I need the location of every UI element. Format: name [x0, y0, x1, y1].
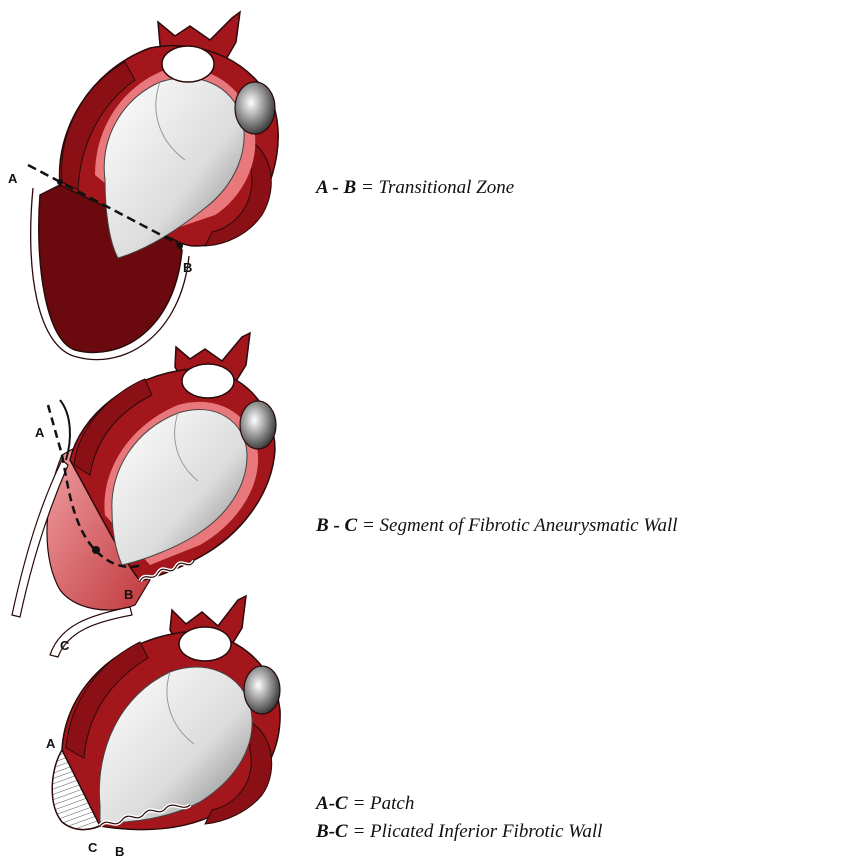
heart-diagram-2-svg: A B C [0, 325, 300, 625]
heart-diagram-1-svg: A B [0, 0, 300, 360]
caption-fibrotic-segment: B - C = Segment of Fibrotic Aneurysmatic… [316, 515, 678, 537]
mitral-valve [162, 46, 214, 82]
point-b-label: B [183, 260, 192, 275]
caption-plicated-wall: B-C = Plicated Inferior Fibrotic Wall [316, 821, 602, 843]
heart-diagram-3-svg: A C B [0, 590, 300, 863]
heart-diagram-resection: A B C [0, 325, 300, 625]
point-a-label-2: A [35, 425, 45, 440]
heart-diagram-repair: A C B [0, 590, 300, 863]
heart-diagram-aneurysm: A B [0, 0, 300, 360]
caption-transitional-zone: A - B = Transitional Zone [316, 177, 514, 199]
point-b-label-3: B [115, 844, 124, 859]
caption-patch: A-C = Patch [316, 793, 414, 815]
point-c-label-3: C [88, 840, 98, 855]
point-a-label: A [8, 171, 18, 186]
point-a-label-3: A [46, 736, 56, 751]
